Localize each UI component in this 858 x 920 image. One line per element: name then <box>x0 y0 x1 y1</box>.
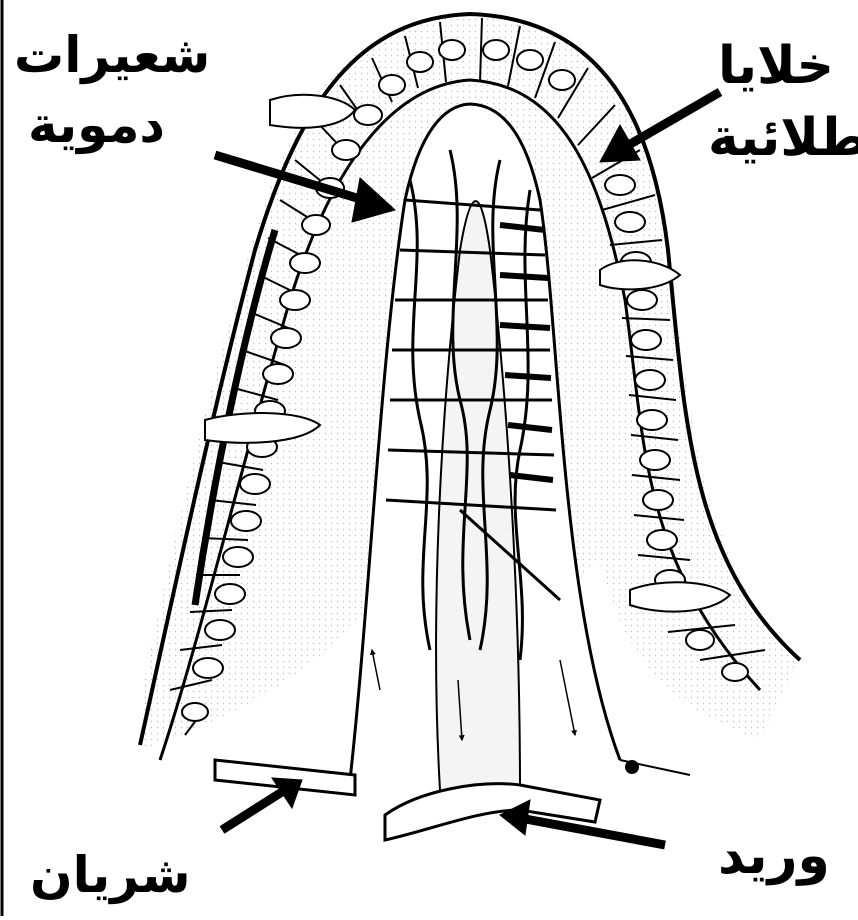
vein-knot <box>625 760 639 774</box>
label-capillaries-line1: شعيرات <box>14 30 210 80</box>
label-capillaries-line2: دموية <box>28 100 165 150</box>
label-epithelial-line1: خلايا <box>718 40 834 92</box>
label-artery: شريان <box>30 850 191 900</box>
label-vein: وريد <box>718 830 830 882</box>
label-epithelial-line2: طلائية <box>708 112 858 164</box>
vein-vessel <box>385 784 600 840</box>
artery-arrow <box>222 790 285 830</box>
